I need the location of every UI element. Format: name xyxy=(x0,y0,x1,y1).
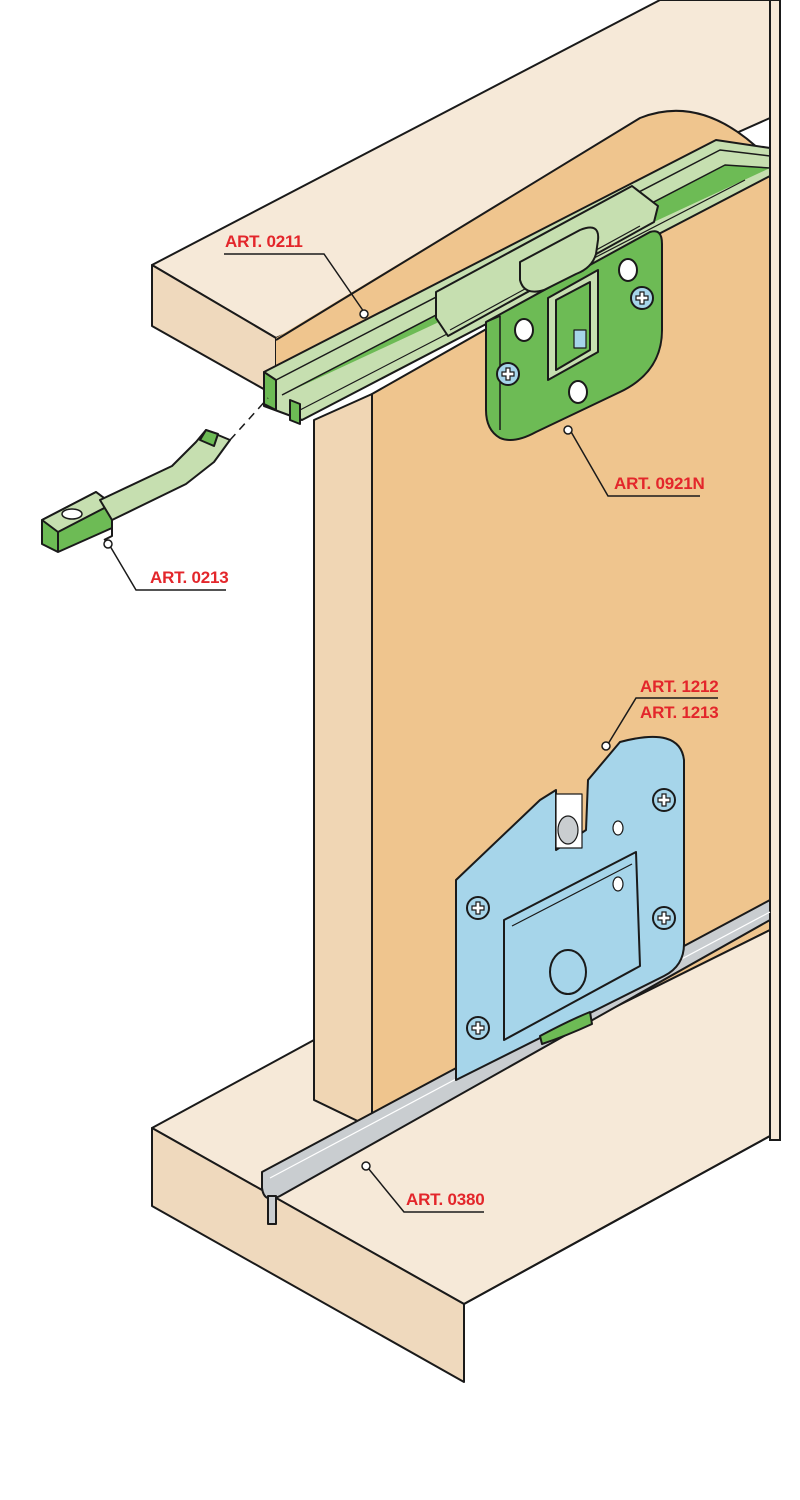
label-art-1212: ART. 1212 xyxy=(640,677,719,696)
end-stop-guide-line xyxy=(229,397,269,441)
label-art-0380: ART. 0380 xyxy=(406,1190,485,1209)
screw-icon xyxy=(652,906,676,930)
label-art-1213: ART. 1213 xyxy=(640,703,719,722)
label-art-0921n: ART. 0921N xyxy=(614,474,705,493)
callout-leaders xyxy=(103,253,718,1213)
screw-icon xyxy=(466,896,490,920)
bottom-roller-plate xyxy=(455,735,685,1081)
bottom-board xyxy=(151,929,771,1383)
label-art-0211: ART. 0211 xyxy=(225,232,303,251)
screw-icon xyxy=(496,362,520,386)
screw-icon xyxy=(466,1016,490,1040)
screw-icon xyxy=(652,788,676,812)
top-guide-bracket xyxy=(485,226,663,441)
label-art-0213: ART. 0213 xyxy=(150,568,229,587)
end-stop-clip xyxy=(41,429,231,553)
right-cabinet-side xyxy=(769,0,781,1141)
screw-icon xyxy=(630,286,654,310)
